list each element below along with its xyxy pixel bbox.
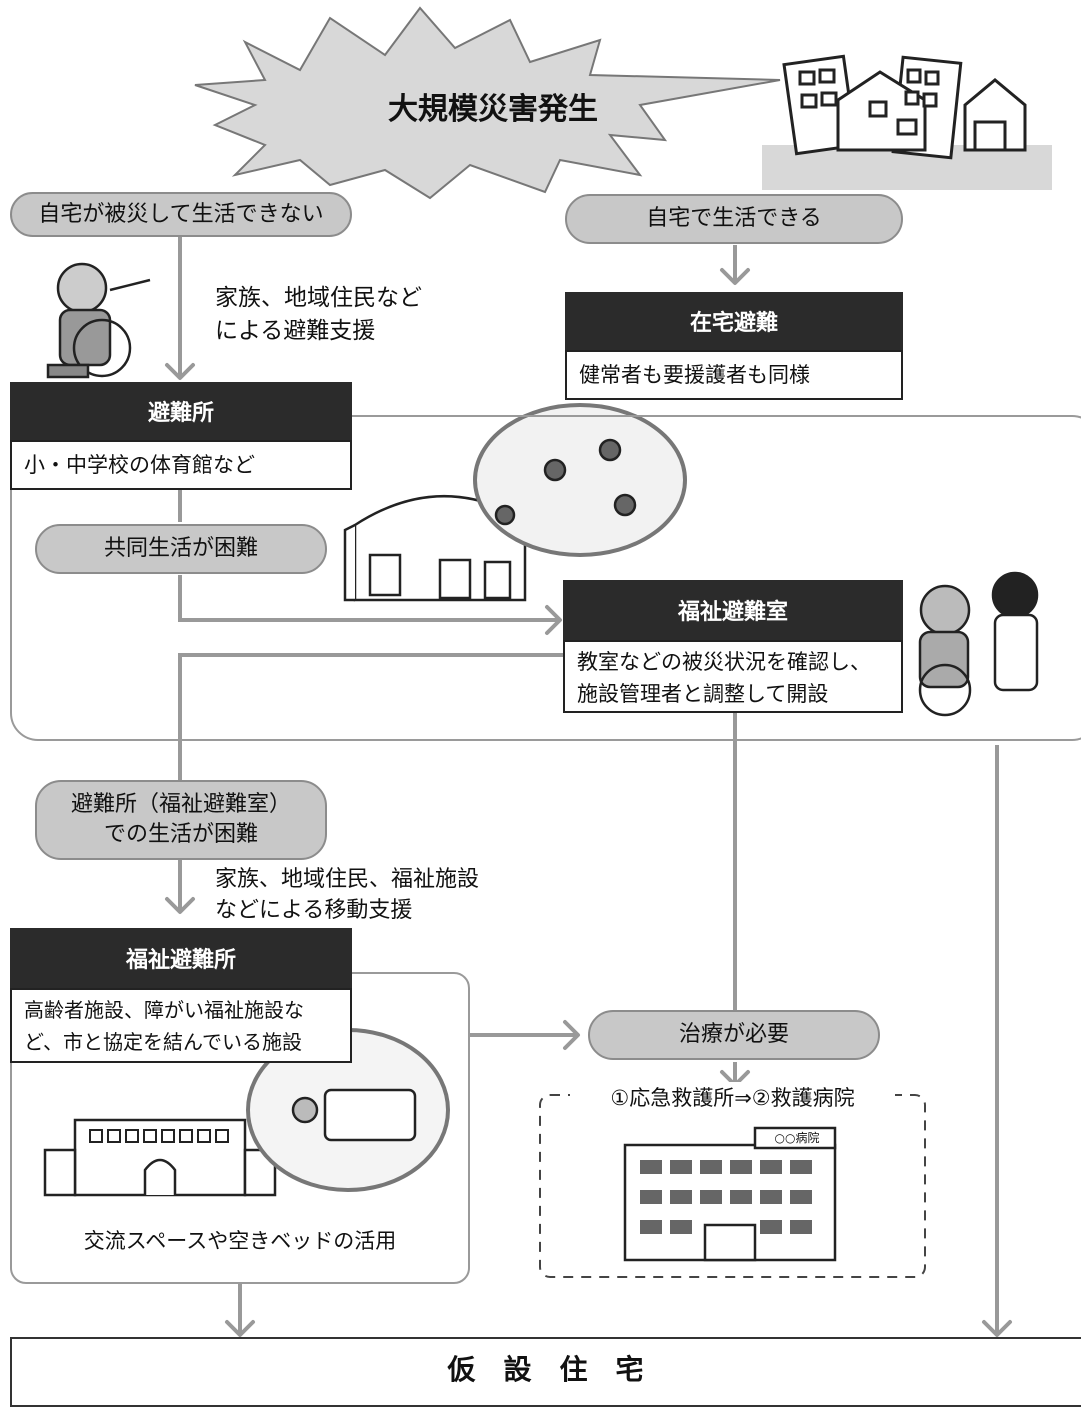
welfare-shelter-desc: 高齢者施設、障がい福祉施設な ど、市と協定を結んでいる施設: [10, 988, 352, 1063]
arrow-home-to-home-evac: [720, 245, 750, 285]
shelter-header: 避難所: [10, 382, 352, 440]
home-evac-header: 在宅避難: [565, 292, 903, 350]
shelter-desc: 小・中学校の体育館など: [10, 440, 352, 490]
evac-support-text: 家族、地域住民など による避難支援: [215, 285, 422, 344]
temp-housing-label: 仮 設 住 宅: [447, 1353, 644, 1386]
shelter-life-difficult-pill: 避難所（福祉避難室） での生活が困難: [35, 780, 327, 860]
arrow-to-treatment: [470, 1020, 580, 1050]
collapsing-buildings-illustration: [762, 54, 1052, 190]
elderly-wheelchair-illustration: [46, 262, 151, 379]
welfare-room-header: 福祉避難室: [563, 580, 903, 640]
arrow-to-shelter: [165, 236, 195, 380]
treatment-needed-pill: 治療が必要: [588, 1010, 880, 1060]
cannot-live-home-pill: 自宅が被災して生活できない: [10, 192, 352, 237]
welfare-room-desc: 教室などの被災状況を確認し、 施設管理者と調整して開設: [563, 640, 903, 713]
welfare-shelter-note: 交流スペースや空きベッドの活用: [83, 1229, 397, 1253]
caregiver-illustration: [918, 571, 1039, 717]
arrow-shelter-to-housing: [225, 1282, 255, 1337]
disaster-title: 大規模災害発生: [388, 92, 598, 127]
gymnasium-illustration: [343, 403, 687, 602]
arrow-right-to-housing: [982, 745, 1012, 1337]
burst-shape: [194, 6, 781, 200]
welfare-shelter-header: 福祉避難所: [10, 928, 352, 988]
move-support-text: 家族、地域住民、福祉施設 などによる移動支援: [215, 867, 480, 923]
medical-route-label: ①応急救護所⇒②救護病院: [570, 1082, 895, 1112]
home-evac-desc: 健常者も要援護者も同様: [565, 350, 903, 400]
welfare-facility-illustration: [43, 1028, 450, 1197]
hospital-sign: ○○病院: [774, 1131, 820, 1145]
arrow-to-welfare-shelter: [165, 860, 195, 914]
shelter-region: [10, 415, 1081, 741]
communal-difficult-pill: 共同生活が困難: [35, 524, 327, 574]
hospital-illustration: [623, 1126, 837, 1262]
arrow-to-welfare-room: [178, 575, 562, 635]
can-live-home-pill: 自宅で生活できる: [565, 194, 903, 244]
